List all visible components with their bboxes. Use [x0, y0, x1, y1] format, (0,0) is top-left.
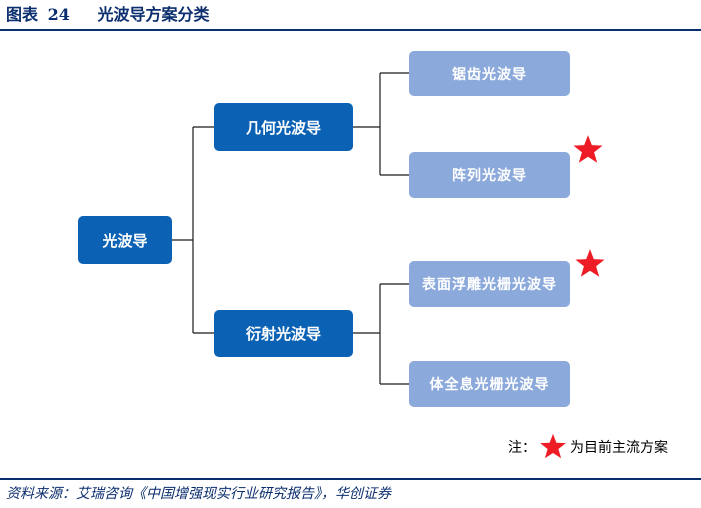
figure-label: 图表	[6, 5, 39, 24]
legend-note: 注： 为目前主流方案	[508, 432, 668, 462]
node-root: 光波导	[78, 216, 172, 264]
star-icon	[540, 433, 566, 459]
figure-heading: 光波导方案分类	[97, 5, 210, 24]
node-holographic-label: 体全息光栅光波导	[429, 377, 550, 393]
node-diffractive: 衍射光波导	[214, 310, 353, 357]
node-surface-relief-label: 表面浮雕光栅光波导	[422, 277, 557, 293]
node-geometric-label: 几何光波导	[245, 118, 321, 137]
figure-title: 图表 24 光波导方案分类	[6, 3, 209, 27]
star-icon	[575, 249, 605, 277]
legend-prefix: 注：	[508, 440, 536, 456]
star-icon	[573, 135, 603, 163]
source-note: 资料来源：艾瑞咨询《中国增强现实行业研究报告》，华创证券	[6, 486, 391, 502]
figure-number: 24	[47, 5, 70, 24]
node-diffractive-label: 衍射光波导	[245, 325, 321, 343]
node-array-label: 阵列光波导	[452, 168, 527, 184]
node-geometric: 几何光波导	[214, 103, 353, 151]
node-sawtooth: 锯齿光波导	[409, 51, 570, 96]
node-surface-relief: 表面浮雕光栅光波导	[409, 261, 570, 307]
bottom-rule	[0, 478, 701, 480]
node-sawtooth-label: 锯齿光波导	[452, 66, 527, 83]
legend-text: 为目前主流方案	[570, 440, 668, 456]
node-holographic: 体全息光栅光波导	[409, 361, 570, 407]
node-array: 阵列光波导	[409, 152, 570, 198]
node-root-label: 光波导	[102, 231, 148, 250]
top-rule	[0, 29, 701, 31]
